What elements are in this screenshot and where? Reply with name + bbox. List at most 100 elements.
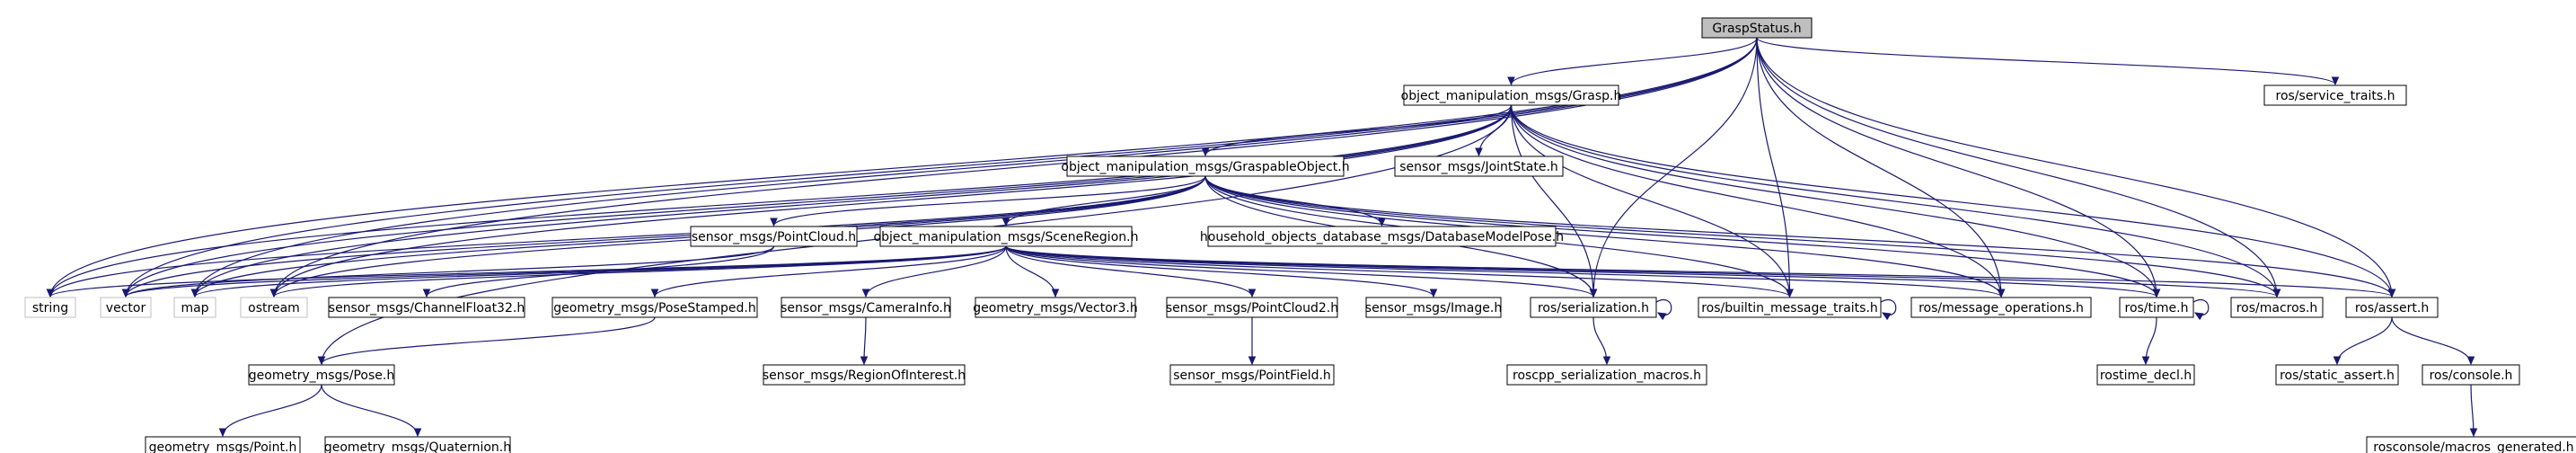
edge-assert-to-staticassert bbox=[2337, 316, 2393, 364]
node-box bbox=[1207, 226, 1557, 247]
node-box bbox=[2230, 297, 2324, 318]
node-box bbox=[1365, 297, 1502, 318]
edge-sceneregion-to-posestamped bbox=[655, 245, 1007, 297]
node-graspable[interactable]: object_manipulation_msgs/GraspableObject… bbox=[1061, 155, 1350, 177]
node-box bbox=[879, 226, 1133, 247]
edge-time-to-rostimedecl bbox=[2146, 316, 2157, 364]
node-pointcloud[interactable]: sensor_msgs/PointCloud.h bbox=[690, 226, 858, 247]
node-sermacros[interactable]: roscpp_serialization_macros.h bbox=[1506, 364, 1707, 386]
node-label: ros/macros.h bbox=[2236, 301, 2318, 315]
edge-root-to-ostream bbox=[274, 37, 1758, 297]
node-box bbox=[763, 364, 966, 386]
node-box bbox=[2366, 436, 2576, 453]
node-box bbox=[324, 436, 511, 453]
node-quaternion[interactable]: geometry_msgs/Quaternion.h bbox=[324, 436, 511, 453]
edge-root-to-time bbox=[1756, 37, 2157, 297]
node-label: geometry_msgs/Vector3.h bbox=[973, 301, 1138, 315]
edge-sceneregion-to-image bbox=[1005, 245, 1434, 297]
node-box bbox=[24, 297, 76, 318]
node-pose[interactable]: geometry_msgs/Pose.h bbox=[248, 364, 395, 386]
edge-camerainfo-to-roi bbox=[864, 316, 866, 364]
edge-grasp-to-map bbox=[195, 104, 1513, 297]
nodes-layer: GraspStatus.h object_manipulation_msgs/Gr… bbox=[24, 17, 2576, 453]
edge-root-to-assert bbox=[1756, 37, 2392, 297]
node-label: ros/static_assert.h bbox=[2280, 369, 2395, 383]
node-box bbox=[2275, 364, 2399, 386]
node-box bbox=[1698, 297, 1882, 318]
node-image[interactable]: sensor_msgs/Image.h bbox=[1365, 297, 1502, 318]
node-camerainfo[interactable]: sensor_msgs/CameraInfo.h bbox=[781, 297, 951, 318]
node-pointcloud2[interactable]: sensor_msgs/PointCloud2.h bbox=[1166, 297, 1338, 318]
edge-graspable-to-vector bbox=[126, 175, 1206, 297]
edge-sceneregion-to-serialization bbox=[1005, 245, 1593, 297]
node-pointfield[interactable]: sensor_msgs/PointField.h bbox=[1169, 364, 1335, 386]
edge-console-to-consolemacros bbox=[2471, 384, 2474, 436]
node-label: vector bbox=[106, 301, 146, 315]
edge-posestamped-to-pose bbox=[322, 316, 656, 364]
edge-root-to-msgops bbox=[1756, 37, 2001, 297]
node-sceneregion[interactable]: object_manipulation_msgs/SceneRegion.h bbox=[874, 226, 1139, 247]
node-label: geometry_msgs/Quaternion.h bbox=[324, 440, 511, 453]
node-grasp[interactable]: object_manipulation_msgs/Grasp.h bbox=[1401, 84, 1622, 106]
edge-sceneregion-to-ostream bbox=[274, 245, 1007, 297]
edge-graspable-to-time bbox=[1204, 175, 2157, 297]
edge-pose-to-quaternion bbox=[321, 384, 418, 436]
edge-sceneregion-to-camerainfo bbox=[866, 245, 1007, 297]
node-box bbox=[975, 297, 1136, 318]
node-dbmodelpose[interactable]: household_objects_database_msgs/Database… bbox=[1200, 226, 1564, 247]
node-label: string bbox=[32, 301, 68, 315]
edge-graspable-to-assert bbox=[1204, 175, 2392, 297]
node-point[interactable]: geometry_msgs/Point.h bbox=[145, 436, 301, 453]
node-box bbox=[1066, 155, 1345, 177]
node-label: object_manipulation_msgs/GraspableObject… bbox=[1061, 160, 1349, 174]
node-label: sensor_msgs/CameraInfo.h bbox=[781, 301, 951, 315]
node-box bbox=[2096, 364, 2195, 386]
node-label: sensor_msgs/ChannelFloat32.h bbox=[329, 301, 525, 315]
edge-root-to-serialization bbox=[1593, 37, 1758, 297]
node-label: geometry_msgs/Pose.h bbox=[249, 369, 394, 383]
edge-sceneregion-to-time bbox=[1005, 245, 2157, 297]
edge-root-to-grasp bbox=[1512, 37, 1758, 84]
node-assert[interactable]: ros/assert.h bbox=[2345, 297, 2439, 318]
node-label: ros/time.h bbox=[2125, 301, 2189, 315]
node-staticassert[interactable]: ros/static_assert.h bbox=[2275, 364, 2399, 386]
node-label: object_manipulation_msgs/SceneRegion.h bbox=[874, 230, 1139, 244]
node-posestamped[interactable]: geometry_msgs/PoseStamped.h bbox=[551, 297, 758, 318]
node-root[interactable]: GraspStatus.h bbox=[1701, 17, 1813, 39]
node-consolemacros[interactable]: rosconsole/macros_generated.h bbox=[2366, 436, 2576, 453]
edge-grasp-to-builtin bbox=[1510, 104, 1790, 297]
edge-time-to-time bbox=[2192, 299, 2210, 315]
node-box bbox=[1394, 155, 1564, 177]
node-label: object_manipulation_msgs/Grasp.h bbox=[1401, 89, 1622, 103]
node-console[interactable]: ros/console.h bbox=[2422, 364, 2520, 386]
node-label: geometry_msgs/PoseStamped.h bbox=[553, 301, 755, 315]
node-roi[interactable]: sensor_msgs/RegionOfInterest.h bbox=[763, 364, 966, 386]
edge-sceneregion-to-builtin bbox=[1005, 245, 1790, 297]
node-time[interactable]: ros/time.h bbox=[2119, 297, 2194, 318]
edge-root-to-macros bbox=[1756, 37, 2277, 297]
edge-root-to-string bbox=[50, 37, 1758, 297]
node-label: rostime_decl.h bbox=[2100, 369, 2192, 383]
node-rostimedecl[interactable]: rostime_decl.h bbox=[2096, 364, 2195, 386]
node-box bbox=[100, 297, 152, 318]
node-map: map bbox=[173, 297, 216, 318]
node-label: ros/serialization.h bbox=[1538, 301, 1649, 315]
node-label: rosconsole/macros_generated.h bbox=[2373, 440, 2573, 453]
node-macros[interactable]: ros/macros.h bbox=[2230, 297, 2324, 318]
edge-builtin-to-builtin bbox=[1880, 299, 1897, 315]
edge-grasp-to-vector bbox=[126, 104, 1513, 297]
node-chanfloat[interactable]: sensor_msgs/ChannelFloat32.h bbox=[328, 297, 525, 318]
node-builtin[interactable]: ros/builtin_message_traits.h bbox=[1698, 297, 1882, 318]
node-msgops[interactable]: ros/message_operations.h bbox=[1910, 297, 2092, 318]
node-label: ros/message_operations.h bbox=[1919, 301, 2084, 315]
node-label: map bbox=[181, 301, 208, 315]
node-box bbox=[173, 297, 216, 318]
node-serialization[interactable]: ros/serialization.h bbox=[1530, 297, 1657, 318]
node-service-traits[interactable]: ros/service_traits.h bbox=[2263, 84, 2407, 106]
node-vector3[interactable]: geometry_msgs/Vector3.h bbox=[973, 297, 1138, 318]
node-vector: vector bbox=[100, 297, 152, 318]
node-jointstate[interactable]: sensor_msgs/JointState.h bbox=[1394, 155, 1564, 177]
edges-layer bbox=[50, 37, 2474, 436]
node-label: geometry_msgs/Point.h bbox=[149, 440, 297, 453]
